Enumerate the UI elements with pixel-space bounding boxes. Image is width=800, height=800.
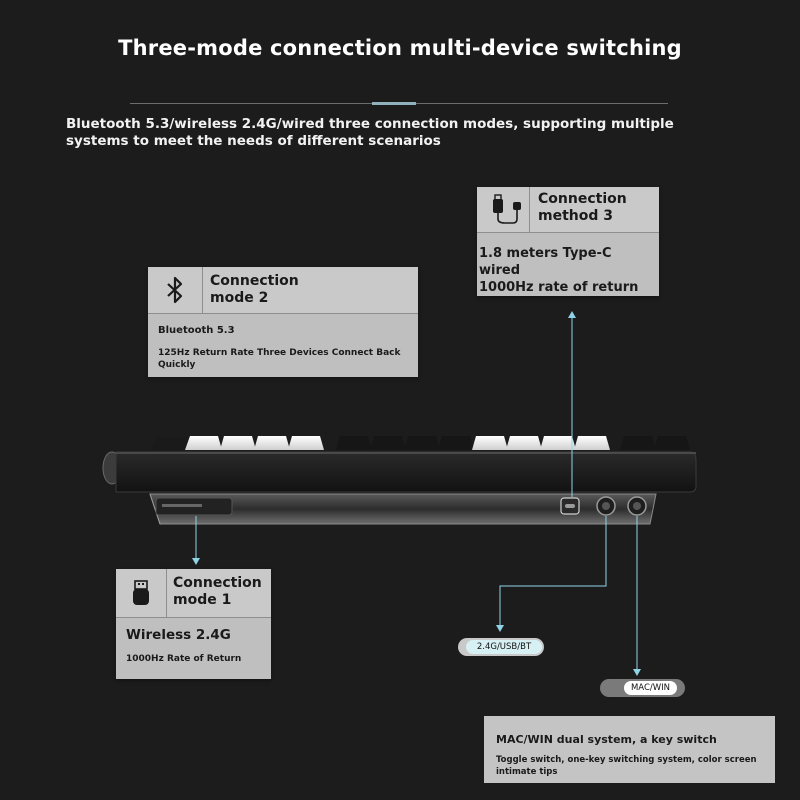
bluetooth-version: Bluetooth 5.3: [158, 325, 235, 336]
wired-card: Connection method 3 1.8 meters Type-C wi…: [477, 187, 659, 296]
bluetooth-description: 125Hz Return Rate Three Devices Connect …: [158, 348, 401, 370]
keycap-row: [150, 436, 690, 450]
usb-cable-icon: [477, 187, 530, 232]
wired-card-title: Connection method 3: [538, 191, 627, 224]
os-caption-description: Toggle switch, one-key switching system,…: [496, 755, 757, 777]
keyboard-body: [115, 451, 697, 493]
leader-arrowheads: [192, 311, 641, 676]
os-toggle-switch: [627, 496, 647, 516]
wireless-card-header: Connection mode 1: [116, 569, 271, 618]
wireless-version: Wireless 2.4G: [126, 627, 231, 643]
wired-description: 1.8 meters Type-C wired 1000Hz rate of r…: [479, 246, 639, 295]
wired-card-header: Connection method 3: [477, 187, 659, 233]
leader-lines: [195, 314, 638, 672]
os-switch-label: MAC/WIN: [624, 681, 677, 695]
os-switch-caption: MAC/WIN dual system, a key switch Toggle…: [484, 716, 775, 783]
mode-switch-label: 2.4G/USB/BT: [466, 640, 542, 654]
bluetooth-card: Connection mode 2 Bluetooth 5.3 125Hz Re…: [148, 267, 418, 377]
title-divider-accent: [372, 102, 416, 105]
os-caption-title: MAC/WIN dual system, a key switch: [496, 733, 717, 746]
page-subtitle: Bluetooth 5.3/wireless 2.4G/wired three …: [66, 116, 674, 149]
mode-toggle-switch: [596, 496, 616, 516]
wireless-description: 1000Hz Rate of Return: [126, 654, 242, 664]
bluetooth-card-header: Connection mode 2: [148, 267, 418, 314]
bluetooth-icon: [148, 267, 203, 313]
bluetooth-card-title: Connection mode 2: [210, 273, 299, 306]
wireless-card: Connection mode 1 Wireless 2.4G 1000Hz R…: [116, 569, 271, 679]
wireless-card-title: Connection mode 1: [173, 575, 262, 608]
page-title: Three-mode connection multi-device switc…: [118, 36, 682, 60]
usb-dongle-icon: [116, 569, 167, 617]
